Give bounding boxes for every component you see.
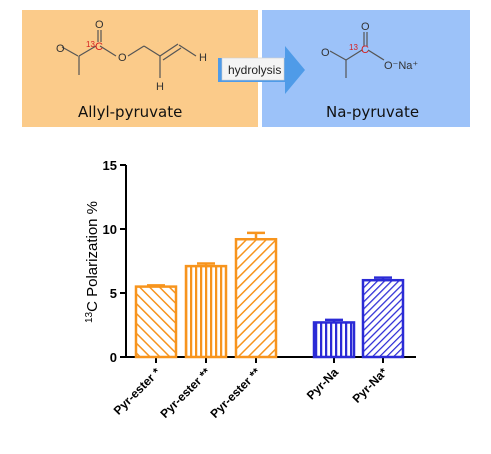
y-axis-title-text: C Polarization % — [84, 201, 101, 312]
na-anion: O⁻Na⁺ — [384, 60, 418, 72]
category-label: Pyr-ester ** — [157, 365, 213, 421]
y-tick-label: 5 — [110, 286, 117, 301]
y-axis-title-superscript: 13 — [84, 311, 95, 323]
category-label: Pyr-Na — [304, 365, 341, 402]
category-labels: Pyr-ester *Pyr-ester **Pyr-ester **Pyr-N… — [111, 365, 391, 421]
y-axis-title: 13C Polarization % — [84, 201, 101, 323]
allyl-pyruvate-structure — [61, 30, 197, 78]
allyl-hydrogen-right: H — [199, 52, 207, 64]
na-carbonyl-oxygen: O — [361, 21, 370, 33]
allyl-pyruvate-label: Allyl-pyruvate — [78, 103, 182, 121]
bar — [312, 321, 356, 359]
bar — [134, 285, 178, 359]
category-label: Pyr-ester * — [111, 365, 164, 418]
hydrolysis-arrow — [218, 46, 305, 94]
error-bars — [147, 231, 392, 323]
na-oxygen-left: O — [321, 47, 330, 59]
allyl-hydrogen-bottom: H — [156, 81, 164, 93]
bar — [361, 278, 405, 359]
na-pyruvate-structure — [329, 32, 385, 78]
bar — [184, 264, 228, 359]
category-label: Pyr-ester ** — [207, 365, 263, 421]
y-tick-label: 15 — [103, 158, 117, 173]
category-label: Pyr-Na* — [350, 365, 391, 406]
bar — [234, 237, 278, 359]
allyl-carbonyl-oxygen: O — [95, 19, 104, 31]
allyl-labeled-carbon: C — [95, 41, 103, 53]
hydrolysis-label: hydrolysis — [228, 63, 281, 77]
y-tick-label: 0 — [110, 350, 117, 365]
na-isotope-number: 13 — [349, 43, 358, 52]
na-pyruvate-label: Na-pyruvate — [326, 103, 419, 121]
y-axis — [120, 164, 127, 358]
allyl-ester-oxygen: O — [118, 52, 127, 64]
allyl-isotope-number: 13 — [86, 40, 95, 49]
na-labeled-carbon: C — [361, 44, 369, 56]
bars — [134, 237, 405, 359]
tick-labels: 0 5 10 15 — [103, 158, 117, 365]
y-tick-label: 10 — [103, 222, 117, 237]
allyl-oxygen-left: O — [56, 43, 65, 55]
reaction-scheme: O O 13 C O H H Allyl-pyruvate hydrolysis… — [22, 10, 470, 127]
